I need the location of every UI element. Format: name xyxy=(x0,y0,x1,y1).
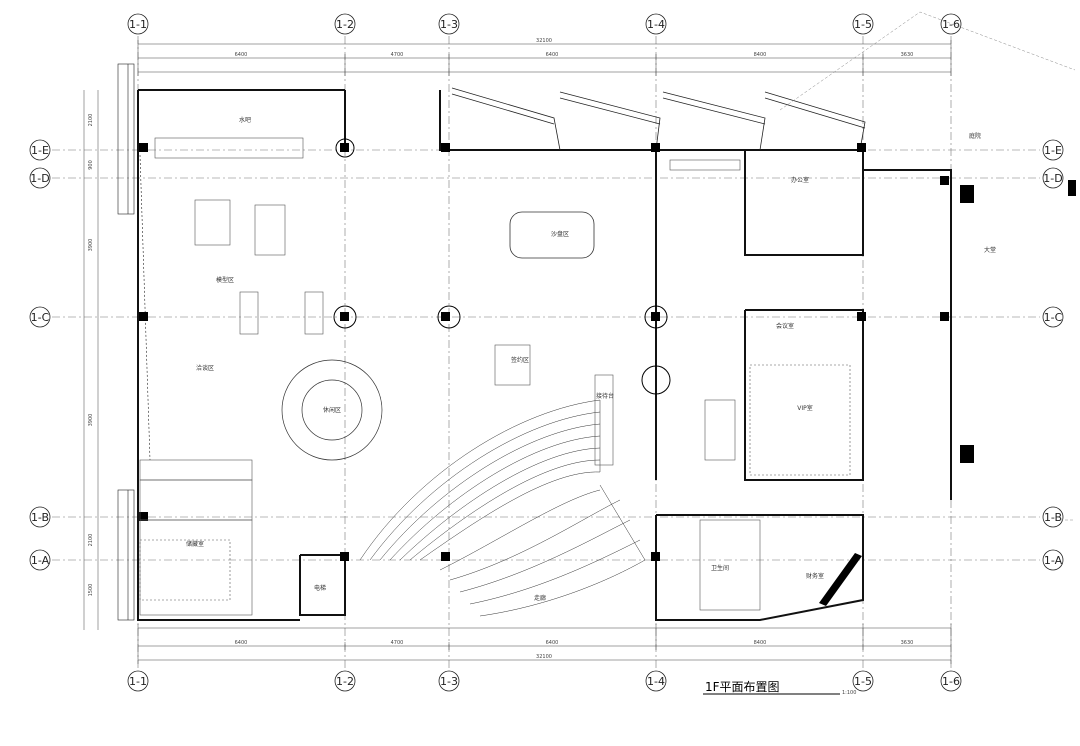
grid-bubbles-right xyxy=(1042,139,1064,571)
grid-label-1-6: 1-6 xyxy=(942,18,960,31)
label-negotiation: 洽谈区 xyxy=(196,364,214,372)
label-vip: VIP室 xyxy=(797,404,813,412)
dim-left-segments: 2100 900 3900 3900 2100 1500 xyxy=(88,114,94,597)
grid-label-bottom-1-2: 1-2 xyxy=(336,675,354,688)
dim-left-seg-4: 3900 xyxy=(88,414,94,427)
grid-bubbles-left xyxy=(29,139,51,571)
grid-label-1-C: 1-C xyxy=(31,311,50,324)
grid-labels-bottom: 1-1 1-2 1-3 1-4 1-5 1-6 xyxy=(129,675,960,688)
dimension-lines-bottom xyxy=(137,624,952,664)
dim-top-total: 32100 xyxy=(536,38,552,44)
label-model: 模型区 xyxy=(216,276,234,284)
round-lounge xyxy=(281,359,383,461)
label-elevator: 电梯 xyxy=(314,584,326,592)
dim-top-seg-2: 4700 xyxy=(391,52,404,58)
dim-top-seg-4: 8400 xyxy=(754,52,767,58)
sand-table xyxy=(509,211,595,259)
grid-label-1-4: 1-4 xyxy=(647,18,665,31)
column-rings xyxy=(333,138,671,395)
grid-label-1-A: 1-A xyxy=(31,554,50,567)
dim-left-seg-2: 900 xyxy=(88,160,94,170)
grid-label-1-1: 1-1 xyxy=(129,18,147,31)
exterior-walls xyxy=(137,89,952,621)
dim-top-seg-1: 6400 xyxy=(235,52,248,58)
grid-labels-left: 1-E 1-D 1-C 1-B 1-A xyxy=(30,144,49,567)
label-lounge: 休闲区 xyxy=(323,406,341,414)
grid-label-right-1-A: 1-A xyxy=(1044,554,1063,567)
grid-label-right-1-D: 1-D xyxy=(1043,172,1062,185)
dim-left-seg-6: 1500 xyxy=(88,584,94,597)
grid-bubbles-bottom xyxy=(127,670,962,692)
dim-left-seg-3: 3900 xyxy=(88,239,94,252)
dim-bottom-seg-2: 4700 xyxy=(391,640,404,646)
grid-label-1-5: 1-5 xyxy=(854,18,872,31)
grid-label-right-1-E: 1-E xyxy=(1044,144,1062,157)
label-restroom: 卫生间 xyxy=(711,564,729,572)
drawing-title: 1F平面布置图 xyxy=(705,680,780,694)
dimension-lines-left xyxy=(83,90,99,630)
label-storage: 储藏室 xyxy=(186,540,204,548)
grid-label-1-B: 1-B xyxy=(31,511,49,524)
structural-columns xyxy=(139,143,1076,561)
grid-label-1-E: 1-E xyxy=(31,144,49,157)
grid-label-1-3: 1-3 xyxy=(440,18,458,31)
label-outdoor: 庭院 xyxy=(969,132,981,140)
grid-label-bottom-1-3: 1-3 xyxy=(440,675,458,688)
grid-bubbles-top xyxy=(127,13,962,35)
left-window-band xyxy=(117,63,151,621)
dim-top-seg-5: 3630 xyxy=(901,52,914,58)
dim-top-seg-3: 6400 xyxy=(546,52,559,58)
grid-lines xyxy=(52,36,1040,668)
grid-labels-right: 1-E 1-D 1-C 1-B 1-A xyxy=(1043,144,1062,567)
label-signing: 签约区 xyxy=(511,356,529,364)
top-bay-windows xyxy=(451,87,866,151)
angled-wall xyxy=(819,553,862,606)
label-corridor: 走廊 xyxy=(534,594,546,602)
label-bar: 水吧 xyxy=(239,116,251,124)
dim-bottom-seg-1: 6400 xyxy=(235,640,248,646)
dim-top-segments: 6400 4700 6400 8400 3630 xyxy=(235,52,914,58)
dim-bottom-total: 32100 xyxy=(536,654,552,660)
stepped-seating xyxy=(359,399,646,617)
label-finance: 财务室 xyxy=(806,572,824,580)
dim-bottom-segments: 6400 4700 6400 8400 3630 xyxy=(235,640,914,646)
grid-label-right-1-B: 1-B xyxy=(1044,511,1062,524)
outdoor-boundary xyxy=(779,11,1076,521)
room-labels: 沙盘区 休闲区 洽谈区 水吧 模型区 办公室 VIP室 会议室 卫生间 财务室 … xyxy=(186,116,996,602)
dim-left-seg-1: 2100 xyxy=(88,114,94,127)
grid-label-bottom-1-1: 1-1 xyxy=(129,675,147,688)
grid-label-1-D: 1-D xyxy=(30,172,49,185)
label-office: 办公室 xyxy=(791,176,809,184)
label-sand-table: 沙盘区 xyxy=(551,230,569,238)
furniture xyxy=(139,137,851,616)
dim-bottom-seg-5: 3630 xyxy=(901,640,914,646)
grid-label-bottom-1-6: 1-6 xyxy=(942,675,960,688)
label-reception: 接待台 xyxy=(596,392,614,400)
dim-left-seg-5: 2100 xyxy=(88,534,94,547)
dim-bottom-seg-4: 8400 xyxy=(754,640,767,646)
dim-bottom-seg-3: 6400 xyxy=(546,640,559,646)
dimension-lines-top xyxy=(137,40,952,76)
grid-label-right-1-C: 1-C xyxy=(1044,311,1063,324)
grid-label-bottom-1-5: 1-5 xyxy=(854,675,872,688)
scale-note: 1:100 xyxy=(842,690,856,696)
grid-label-1-2: 1-2 xyxy=(336,18,354,31)
label-lobby: 大堂 xyxy=(984,246,996,254)
label-meeting: 会议室 xyxy=(776,322,794,330)
grid-labels-top: 1-1 1-2 1-3 1-4 1-5 1-6 xyxy=(129,18,960,31)
grid-label-bottom-1-4: 1-4 xyxy=(647,675,665,688)
